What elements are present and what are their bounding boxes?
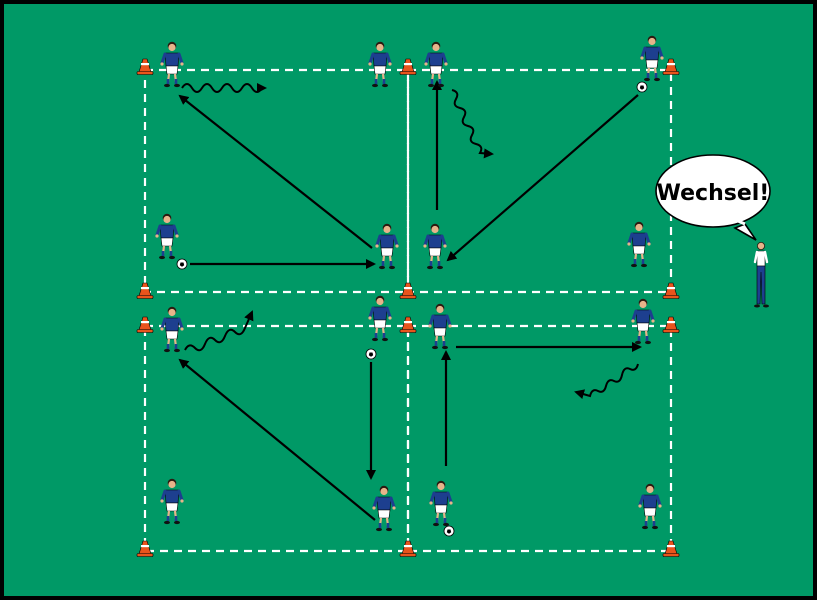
field-top-left [143, 68, 410, 294]
field-top-right [406, 68, 673, 294]
run-arrow [451, 89, 494, 159]
ball-icon [176, 258, 188, 270]
pass-arrow [178, 358, 376, 521]
run-arrows [181, 83, 639, 400]
pass-arrow [446, 94, 639, 262]
field-bottom-left [143, 324, 410, 553]
field-markings [143, 68, 673, 553]
pass-arrow [178, 94, 373, 249]
ball-icon [365, 348, 377, 360]
field-bottom-right [406, 324, 673, 553]
ball-icon [443, 525, 455, 537]
run-arrow [184, 310, 254, 352]
coach-callout-text: Wechsel! [657, 181, 770, 206]
speech-bubble: Wechsel! [655, 154, 771, 241]
run-arrow [181, 83, 267, 93]
pass-arrows [178, 80, 642, 521]
coach-icon [753, 242, 769, 308]
ball-icon [636, 81, 648, 93]
run-arrow [574, 363, 639, 400]
